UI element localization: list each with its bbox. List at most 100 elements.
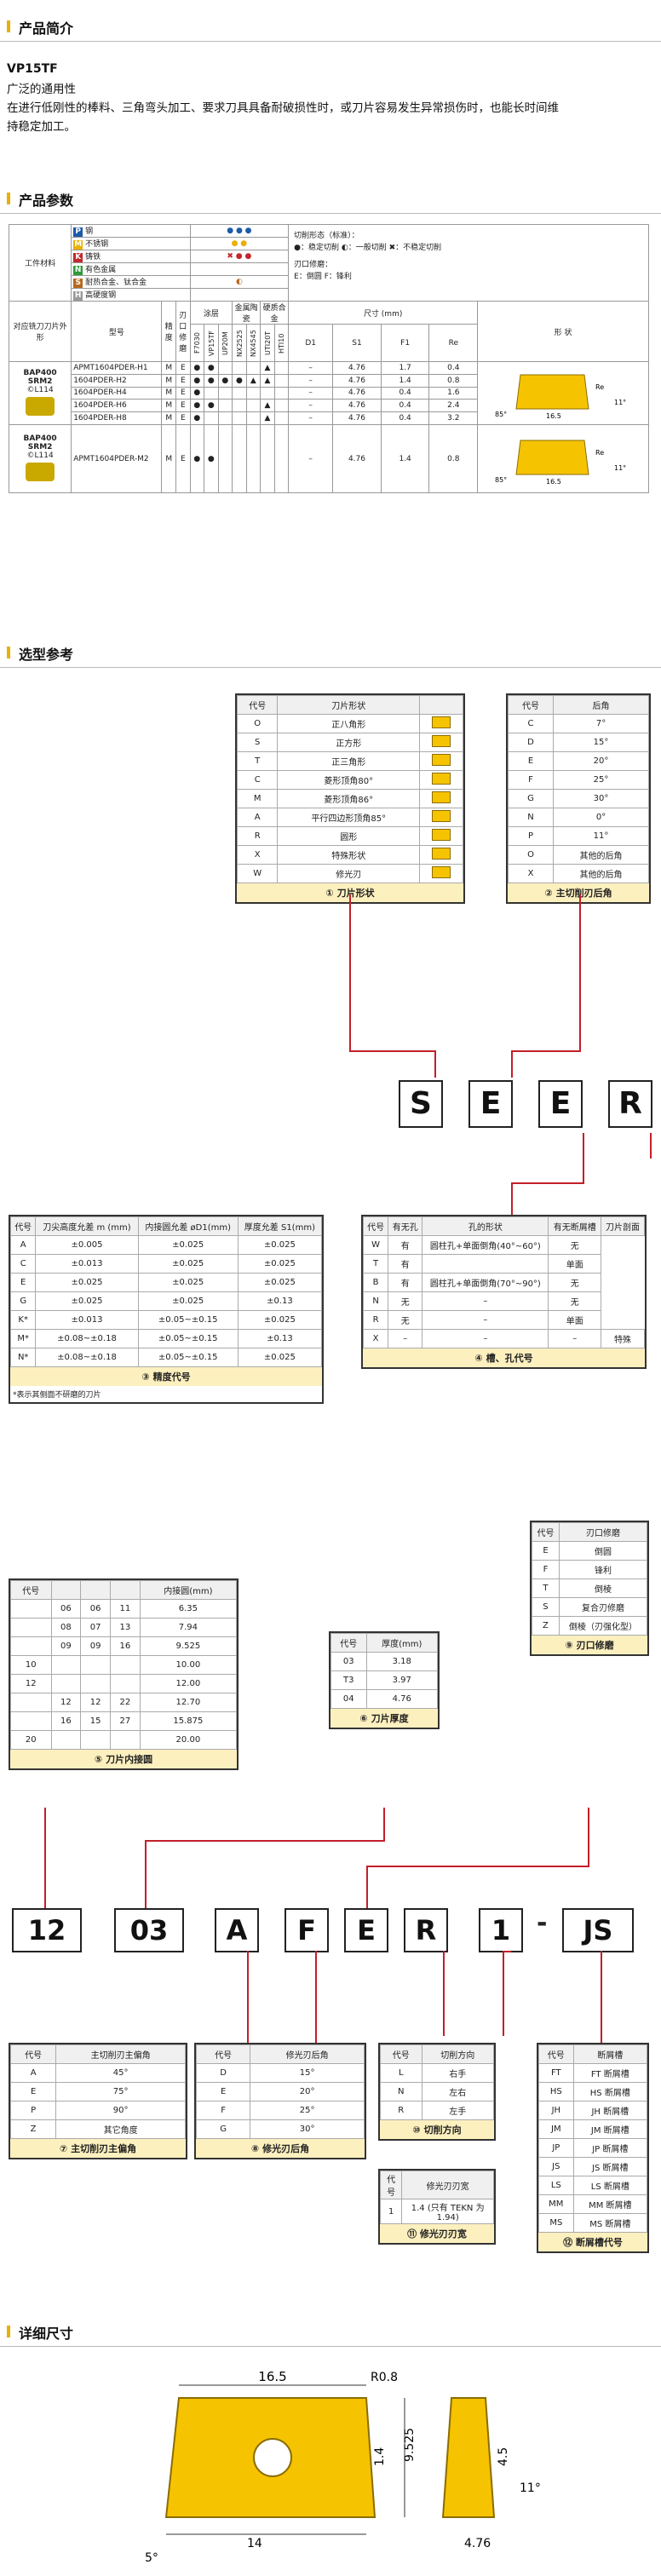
- hdr-tool: 对应铣刀刀片外形: [8, 301, 72, 362]
- dim-bottom: 14: [247, 2537, 262, 2550]
- product-cell: –: [288, 399, 334, 413]
- code-letter-box: R: [608, 1080, 652, 1128]
- mat-P: P 钢: [71, 224, 191, 238]
- code-letter-box: -: [537, 1908, 548, 1938]
- table-caption: ⑪ 修光刃刃宽: [380, 2224, 494, 2243]
- table-caption: ① 刀片形状: [237, 883, 463, 902]
- code-letter-box: S: [399, 1080, 443, 1128]
- dim-side: 4.5: [497, 2447, 510, 2466]
- svg-text:16.5: 16.5: [546, 478, 561, 486]
- product-cell: ●: [204, 361, 219, 375]
- hdr-coat: 涂层: [189, 301, 233, 325]
- product-cell: 0.4: [428, 361, 479, 375]
- hdr-edge: 刃口修磨: [175, 301, 191, 362]
- product-cell: ●: [204, 373, 219, 388]
- intro-line-3: 持稳定加工。: [7, 120, 76, 134]
- product-cell: 1.4: [380, 424, 430, 493]
- product-cell: 1604PDER-H2: [71, 373, 163, 388]
- product-cell: 3.2: [428, 411, 479, 425]
- section-title-params: 产品参数: [19, 193, 74, 209]
- product-cell: ▲: [260, 373, 275, 388]
- product-model: VP15TF: [7, 62, 58, 76]
- svg-text:16.5: 16.5: [546, 412, 561, 420]
- product-cell: 4.76: [332, 386, 382, 400]
- product-cell: ●: [189, 399, 205, 413]
- product-cell: –: [288, 361, 334, 375]
- tolerance-table: 代号刀尖高度允差 m (mm)内接圆允差 øD1(mm)厚度允差 S1(mm)A…: [9, 1215, 324, 1404]
- section-title-dims: 详细尺寸: [19, 2326, 74, 2342]
- product-cell: [204, 386, 219, 400]
- product-cell: M: [161, 373, 177, 388]
- product-cell: [245, 361, 262, 375]
- product-cell: ●: [204, 399, 219, 413]
- product-cell: ●: [189, 411, 205, 425]
- product-cell: [232, 399, 247, 413]
- product-cell: 1.6: [428, 386, 479, 400]
- product-cell: 4.76: [332, 361, 382, 375]
- product-cell: M: [161, 411, 177, 425]
- product-cell: M: [161, 424, 177, 493]
- product-cell: E: [175, 424, 191, 493]
- product-cell: M: [161, 386, 177, 400]
- product-cell: 1604PDER-H8: [71, 411, 163, 425]
- hdr-size: 尺寸 (mm): [288, 301, 479, 325]
- table-caption: ⑧ 修光刃后角: [196, 2139, 365, 2158]
- product-cell: [245, 399, 262, 413]
- svg-text:85°: 85°: [495, 476, 507, 484]
- dim-f1: 1.4: [373, 2447, 387, 2466]
- product-cell: [217, 424, 233, 493]
- product-cell: [232, 411, 247, 425]
- product-cell: ●: [232, 373, 247, 388]
- hdr-carb: 硬质合金: [260, 301, 290, 325]
- product-cell: M: [161, 399, 177, 413]
- table-caption: ⑨ 刃口修磨: [532, 1636, 647, 1654]
- product-cell: [217, 361, 233, 375]
- product-cell: 0.4: [380, 411, 430, 425]
- table-row: A±0.005±0.025±0.025: [9, 1235, 323, 1255]
- section-title-select: 选型参考: [19, 647, 74, 663]
- product-cell: 1.4: [380, 373, 430, 388]
- product-cell: APMT1604PDER-H1: [71, 361, 163, 375]
- mat-H: H 高硬度钢: [71, 288, 191, 302]
- code-letter-box: A: [215, 1908, 259, 1952]
- code-letter-box: E: [538, 1080, 583, 1128]
